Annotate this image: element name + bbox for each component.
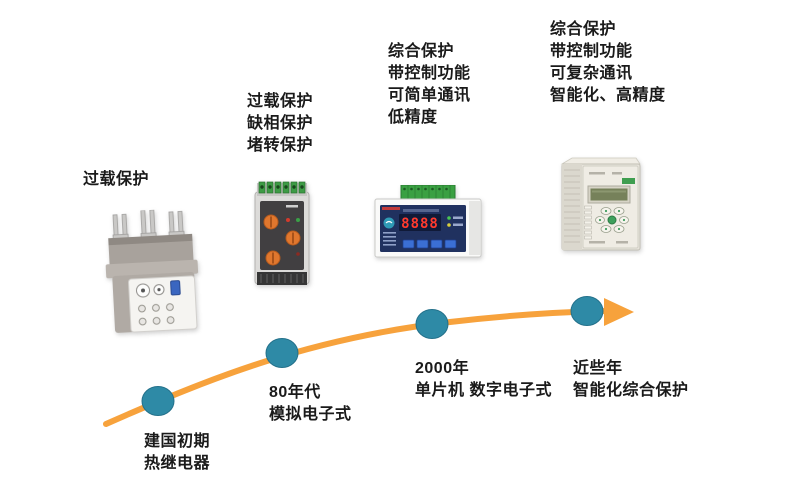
stage-4-features: 综合保护 带控制功能 可复杂通讯 智能化、高精度 xyxy=(550,19,666,107)
feature-label: 带控制功能 xyxy=(388,65,471,82)
stage-1-features: 过载保护 xyxy=(83,169,149,191)
thermal-relay-image xyxy=(105,209,199,333)
feature-label: 缺相保护 xyxy=(247,115,314,132)
led-column xyxy=(584,205,592,240)
stage-3-features: 综合保护 带控制功能 可简单通讯 低精度 xyxy=(388,41,471,129)
relay-blue-switch xyxy=(170,280,181,296)
brand-logo-icon xyxy=(383,217,395,229)
relay-terminal-screws xyxy=(138,303,175,326)
stage-1-era-label: 建国初期 热继电器 xyxy=(144,431,210,475)
feature-label: 过载保护 xyxy=(83,171,150,188)
timeline-node-3 xyxy=(415,309,449,339)
timeline-node-1 xyxy=(141,386,175,416)
era-period: 80年代 xyxy=(269,384,321,401)
stage-3-era-label: 2000年 单片机 数字电子式 xyxy=(415,358,552,402)
feature-label: 带控制功能 xyxy=(550,43,633,60)
digital-protector-image: 8888 xyxy=(374,185,482,258)
feature-label: 可简单通讯 xyxy=(388,87,471,104)
timeline-arrowhead-icon xyxy=(604,298,634,326)
display-value: 8888 xyxy=(401,216,439,232)
adjustment-knobs xyxy=(263,214,301,266)
timeline-node-4 xyxy=(570,296,604,326)
panel-buttons xyxy=(402,239,457,249)
feature-label: 综合保护 xyxy=(388,43,455,60)
feature-label: 过载保护 xyxy=(247,93,314,110)
timeline-arrow-curve xyxy=(103,308,609,427)
feature-label: 低精度 xyxy=(388,109,438,126)
ribbed-side xyxy=(564,169,580,243)
green-terminals xyxy=(258,181,306,194)
era-period: 近些年 xyxy=(573,360,623,377)
brand-logo-icon xyxy=(622,178,635,184)
era-tech: 单片机 数字电子式 xyxy=(415,382,552,399)
era-tech: 智能化综合保护 xyxy=(573,382,689,399)
keypad-buttons xyxy=(595,207,629,233)
seven-segment-display xyxy=(399,214,441,231)
stage-2-era-label: 80年代 模拟电子式 xyxy=(269,382,352,426)
timeline-node-2 xyxy=(265,338,299,368)
feature-label: 可复杂通讯 xyxy=(550,65,633,82)
era-tech: 热继电器 xyxy=(144,455,211,472)
stage-2-features: 过载保护 缺相保护 堵转保护 xyxy=(247,91,313,157)
era-tech: 模拟电子式 xyxy=(269,406,352,423)
feature-label: 堵转保护 xyxy=(247,137,314,154)
stage-4-era-label: 近些年 智能化综合保护 xyxy=(573,358,689,402)
era-period: 建国初期 xyxy=(144,433,211,450)
analog-relay-image xyxy=(254,181,310,285)
red-led xyxy=(286,218,290,222)
feature-label: 智能化、高精度 xyxy=(550,87,666,104)
green-terminal-block xyxy=(400,185,456,202)
intelligent-relay-image xyxy=(560,157,641,251)
lcd-screen xyxy=(587,185,631,204)
feature-label: 综合保护 xyxy=(550,21,617,38)
era-period: 2000年 xyxy=(415,360,470,377)
green-led xyxy=(296,218,300,222)
